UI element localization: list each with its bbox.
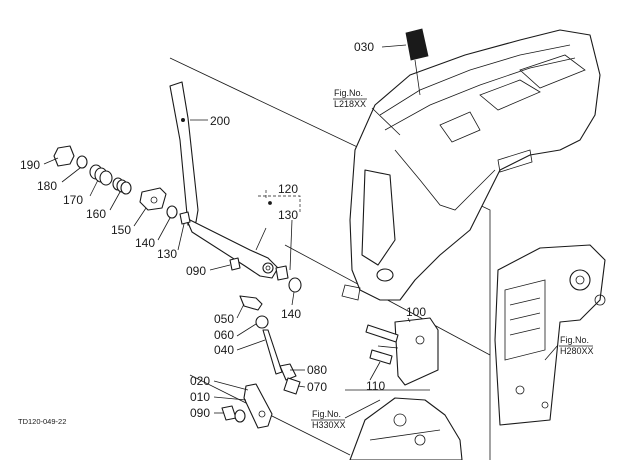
drawing-code: TD120-049-22 [18,417,66,426]
callout-200: 200 [210,114,230,128]
knob-030-drawing [405,28,429,96]
callout-040: 040 [214,343,234,357]
rear-housing-drawing [494,244,606,426]
callout-050: 050 [214,312,234,326]
lever-200-drawing [169,81,279,279]
fig-ref-h330-code: H330XX [312,420,346,430]
callout-labels: 030 200 190 180 170 160 150 140 130 120 … [20,40,426,420]
callout-190: 190 [20,158,40,172]
callout-140-left: 140 [135,236,155,250]
callout-090-bottom: 090 [190,406,210,420]
rod-linkage-drawing [239,295,301,395]
fig-ref-h280-label: Fig.No. [560,335,589,345]
transmission-case-drawing [349,397,463,460]
callout-090-top: 090 [186,264,206,278]
callout-170: 170 [63,193,83,207]
callout-100: 100 [406,305,426,319]
fig-ref-l218-code: L218XX [334,99,366,109]
callout-130-left: 130 [157,247,177,261]
pivot-hardware-drawing [229,190,302,293]
bracket-plate-drawing [365,317,439,386]
callout-070: 070 [307,380,327,394]
callout-060: 060 [214,328,234,342]
callout-110: 110 [366,379,385,393]
fig-ref-h330-label: Fig.No. [312,409,341,419]
callout-030: 030 [354,40,374,54]
callout-180: 180 [37,179,57,193]
detent-assembly-drawing [53,145,191,225]
figure-references: Fig.No. L218XX Fig.No. H280XX Fig.No. H3… [311,88,594,430]
leader-lines [43,44,559,419]
fig-ref-h280-code: H280XX [560,346,594,356]
callout-140-right: 140 [281,307,301,321]
callout-160: 160 [86,207,106,221]
callout-150: 150 [111,223,131,237]
fig-ref-l218-label: Fig.No. [334,88,363,98]
callout-130-right: 130 [278,208,298,222]
fender-panel-drawing [341,29,601,301]
callout-020: 020 [190,374,210,388]
callout-120: 120 [278,182,298,196]
bottom-bracket-drawing [221,383,273,429]
callout-080: 080 [307,363,327,377]
callout-010: 010 [190,390,210,404]
